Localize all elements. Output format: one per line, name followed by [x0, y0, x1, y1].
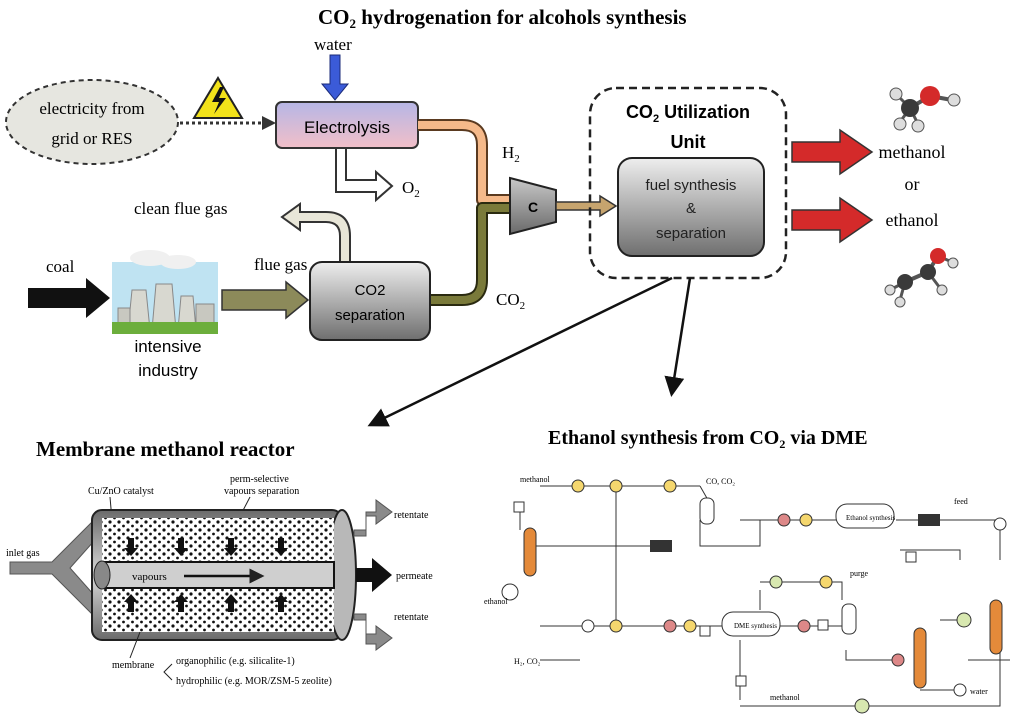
o2-arrow	[335, 147, 394, 203]
compressor-label: C	[528, 199, 538, 215]
water-arrow	[320, 54, 350, 101]
flowsheet-ethanol-reactor: Ethanol synthesis	[846, 514, 895, 522]
co2-pipe	[430, 202, 510, 306]
leader-to-ethanol	[664, 277, 692, 397]
ethanol-label: ethanol	[886, 210, 939, 230]
vapour-transfer-arrows	[124, 538, 288, 612]
fuel-synthesis-unit	[617, 157, 765, 257]
flowsheet-purge: purge	[850, 569, 869, 578]
h2-pipe	[418, 119, 510, 206]
retentate-bottom-label: retentate	[394, 612, 429, 623]
electricity-label-line1: electricity from	[39, 99, 144, 118]
diagram-title: CO2 hydrogenation for alcohols synthesis	[318, 5, 687, 31]
flowsheet-equipment	[501, 479, 1007, 714]
electricity-label-line2: grid or RES	[51, 129, 132, 148]
leader-to-membrane	[367, 276, 673, 427]
high-voltage-icon	[192, 76, 244, 119]
electrolysis-label: Electrolysis	[304, 118, 390, 137]
permeate-label: permeate	[396, 571, 433, 582]
compressor-outlet-arrow	[555, 194, 618, 218]
catalyst-label: Cu/ZnO catalyst	[88, 486, 154, 497]
flowsheet-water: water	[970, 687, 988, 696]
utilization-title-line2: Unit	[671, 132, 706, 152]
retentate-bottom-arrow	[353, 613, 393, 651]
retentate-top-label: retentate	[394, 510, 429, 521]
perm-selective-label-2: vapours separation	[224, 486, 299, 497]
clean-flue-gas-label: clean flue gas	[134, 199, 227, 218]
o2-label: O2	[402, 178, 420, 200]
inlet-gas-arrow	[9, 521, 103, 615]
membrane-label: membrane	[112, 660, 155, 671]
utilization-title-line1: CO2 Utilization	[626, 102, 750, 125]
clean-flue-gas-arrow	[280, 202, 351, 263]
retentate-top-arrow	[353, 499, 393, 537]
membrane-title: Membrane methanol reactor	[36, 437, 295, 461]
coal-arrow	[28, 278, 110, 318]
flowsheet-methanol-recycle: methanol	[770, 693, 801, 702]
permeate-arrow	[356, 558, 392, 592]
ethanol-arrow	[791, 196, 874, 244]
vapours-label: vapours	[132, 571, 167, 583]
flue-gas-arrow	[221, 280, 310, 320]
hydrophilic-label: hydrophilic (e.g. MOR/ZSM-5 zeolite)	[176, 676, 332, 687]
flowsheet-dme-reactor: DME synthesis	[734, 622, 777, 630]
flowsheet-methanol-in: methanol	[520, 475, 551, 484]
co2-utilization-unit	[588, 86, 788, 280]
flowsheet-ethanol-out: ethanol	[484, 597, 508, 606]
industry-label-line2: industry	[138, 361, 198, 380]
electricity-source	[5, 79, 179, 165]
methanol-label: methanol	[879, 142, 946, 162]
flowsheet-co-co2: CO, CO₂	[706, 477, 735, 486]
co2-separation-line2: separation	[335, 307, 405, 324]
co2-separation-line1: CO2	[355, 282, 386, 299]
co2-separation-unit	[309, 261, 431, 341]
flowsheet-h2-co2: H₂, CO₂	[514, 657, 541, 666]
organophilic-label: organophilic (e.g. silicalite-1)	[176, 656, 295, 667]
fuel-synthesis-line1: fuel synthesis	[646, 177, 737, 194]
flue-gas-label: flue gas	[254, 255, 307, 274]
industrial-plant-icon	[112, 250, 218, 334]
inlet-gas-label: inlet gas	[6, 548, 40, 559]
ethanol-molecule-icon	[884, 248, 959, 308]
compressor	[509, 176, 557, 236]
flowsheet-feed: feed	[954, 497, 968, 506]
water-label: water	[314, 35, 352, 54]
fuel-synthesis-line2: &	[686, 200, 696, 217]
or-label: or	[905, 174, 920, 194]
coal-label: coal	[46, 257, 75, 276]
methanol-molecule-icon	[889, 86, 961, 133]
perm-selective-label-1: perm-selective	[230, 474, 289, 485]
methanol-arrow	[791, 128, 874, 176]
industry-label-line1: intensive	[134, 337, 201, 356]
h2-label: H2	[502, 143, 520, 165]
fuel-synthesis-line3: separation	[656, 225, 726, 242]
co2-label: CO2	[496, 290, 525, 312]
ethanol-section-title: Ethanol synthesis from CO2 via DME	[548, 427, 868, 451]
